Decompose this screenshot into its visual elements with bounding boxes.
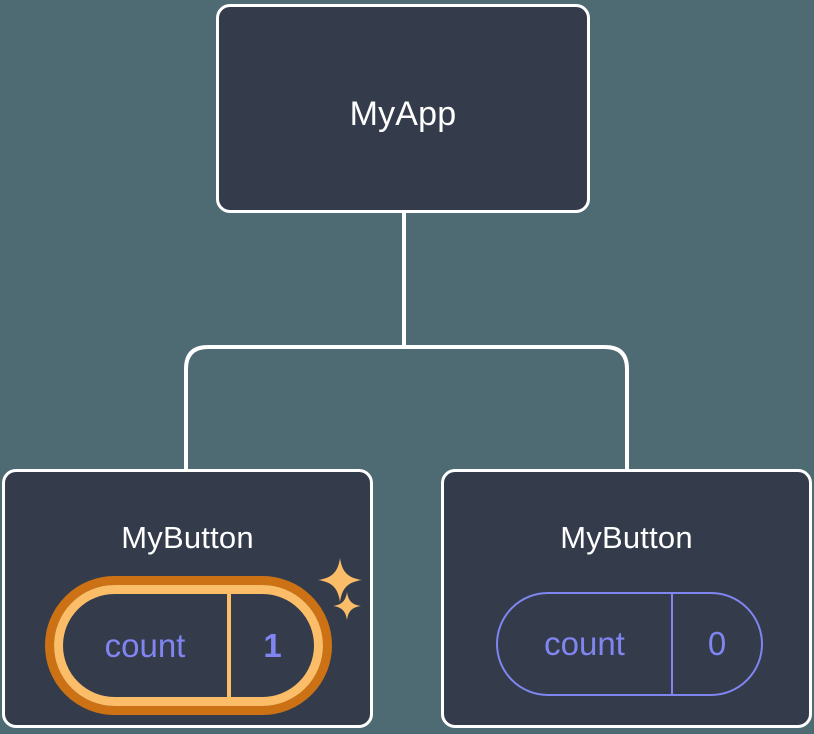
state-value-left: 1 xyxy=(263,626,282,664)
state-pill-left-inner: count 1 xyxy=(54,585,323,706)
sparkle-large-icon xyxy=(318,558,362,602)
state-key-right: count xyxy=(498,594,673,694)
node-mybutton-right[interactable]: MyButton count 0 xyxy=(441,469,812,728)
node-mybutton-left[interactable]: MyButton count 1 xyxy=(2,469,373,728)
node-mybutton-right-label: MyButton xyxy=(560,520,693,555)
sparkle-small-icon xyxy=(333,592,361,620)
state-pill-left[interactable]: count 1 xyxy=(45,576,332,715)
state-key-left: count xyxy=(63,594,231,697)
node-myapp[interactable]: MyApp xyxy=(216,4,590,213)
state-value-right: 0 xyxy=(707,625,727,662)
edge-branch-bus xyxy=(184,345,629,470)
state-pill-right[interactable]: count 0 xyxy=(496,592,763,696)
node-myapp-label: MyApp xyxy=(349,95,457,133)
node-mybutton-left-label: MyButton xyxy=(121,520,254,555)
